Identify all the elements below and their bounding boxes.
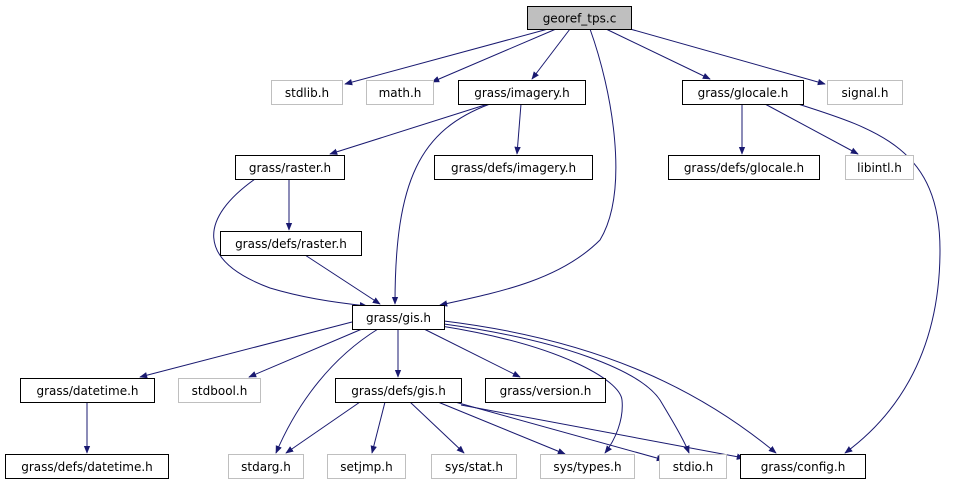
edge-georef-to-gis <box>439 28 617 307</box>
node-label: stdarg.h <box>241 460 291 474</box>
node-georef[interactable]: georef_tps.c <box>527 6 632 30</box>
edge-imagery-to-gis <box>391 103 491 305</box>
node-box <box>235 155 345 180</box>
node-label: stdbool.h <box>192 384 248 398</box>
edge-defs_gis-to-config <box>460 404 745 460</box>
node-defs-imagery[interactable]: grass/defs/imagery.h <box>434 155 593 180</box>
node-label: libintl.h <box>857 161 902 175</box>
node-label: grass/defs/glocale.h <box>684 161 804 175</box>
node-sys-stat: sys/stat.h <box>431 454 517 479</box>
node-sys-types: sys/types.h <box>540 454 635 479</box>
edge-georef-to-math <box>431 28 557 83</box>
node-label: grass/imagery.h <box>474 86 570 100</box>
node-label: setjmp.h <box>340 460 392 474</box>
edge-georef-to-signal <box>629 28 826 86</box>
edge-defs_gis-to-sys_types <box>437 401 566 455</box>
node-label: grass/raster.h <box>249 161 331 175</box>
edge-georef-to-stdlib <box>344 28 549 86</box>
node-datetime[interactable]: grass/datetime.h <box>20 378 155 403</box>
edge-georef-to-glocale <box>605 28 711 80</box>
node-box <box>668 155 820 180</box>
edge-gis-to-sys_types <box>440 325 623 454</box>
node-config[interactable]: grass/config.h <box>740 454 866 479</box>
edge-defs_gis-to-setjmp <box>370 401 386 454</box>
node-label: math.h <box>379 86 422 100</box>
edge-layer <box>83 28 941 462</box>
node-layer: georef_tps.c stdlib.h math.h grass/imagery.… <box>5 6 914 479</box>
node-box <box>20 378 155 403</box>
node-label: grass/version.h <box>500 384 592 398</box>
node-box <box>228 454 304 479</box>
node-label: grass/glocale.h <box>698 86 789 100</box>
edge-gis-to-stdarg <box>275 328 379 454</box>
edge-defs_gis-to-sys_stat <box>409 401 465 454</box>
edge-defs_raster-to-gis <box>304 254 381 305</box>
node-box <box>352 305 445 330</box>
node-gis[interactable]: grass/gis.h <box>352 305 445 330</box>
node-defs-raster[interactable]: grass/defs/raster.h <box>220 231 362 256</box>
node-setjmp: setjmp.h <box>327 454 406 479</box>
node-glocale[interactable]: grass/glocale.h <box>682 80 804 105</box>
node-box <box>485 378 606 403</box>
node-box <box>431 454 517 479</box>
node-box <box>178 378 261 403</box>
node-label: grass/defs/imagery.h <box>451 161 576 175</box>
node-box <box>827 80 903 105</box>
node-label: stdlib.h <box>285 86 329 100</box>
node-label: stdio.h <box>673 460 713 474</box>
node-label: grass/config.h <box>761 460 846 474</box>
node-label: sys/stat.h <box>445 460 503 474</box>
node-box <box>271 80 343 105</box>
node-label: grass/datetime.h <box>36 384 138 398</box>
node-defs-datetime[interactable]: grass/defs/datetime.h <box>5 454 169 479</box>
node-box <box>740 454 866 479</box>
edge-gis-to-version <box>423 328 521 378</box>
node-box <box>540 454 635 479</box>
edge-gis-to-config <box>443 320 777 454</box>
edge-gis-to-datetime <box>139 321 353 379</box>
edge-defs_gis-to-stdarg <box>285 401 361 454</box>
node-raster[interactable]: grass/raster.h <box>235 155 345 180</box>
edge-defs_gis-to-stdio <box>454 401 665 462</box>
edge-glocale-to-config <box>797 103 941 454</box>
node-label: grass/gis.h <box>366 311 431 325</box>
edge-georef-to-imagery <box>531 28 571 80</box>
node-box <box>335 378 462 403</box>
node-math: math.h <box>366 80 434 105</box>
node-stdarg: stdarg.h <box>228 454 304 479</box>
node-imagery[interactable]: grass/imagery.h <box>458 80 586 105</box>
node-box <box>5 454 169 479</box>
node-defs-gis[interactable]: grass/defs/gis.h <box>335 378 462 403</box>
node-label: grass/defs/datetime.h <box>21 460 153 474</box>
node-libintl: libintl.h <box>845 155 914 180</box>
node-label: signal.h <box>842 86 889 100</box>
edge-gis-to-stdio <box>443 323 690 454</box>
node-defs-glocale[interactable]: grass/defs/glocale.h <box>668 155 820 180</box>
node-label: sys/types.h <box>553 460 621 474</box>
node-box <box>434 155 593 180</box>
node-box <box>845 155 914 180</box>
edge-gis-to-stdbool <box>248 328 363 378</box>
node-signal: signal.h <box>827 80 903 105</box>
node-box <box>458 80 586 105</box>
node-stdio: stdio.h <box>659 454 727 479</box>
node-box <box>527 6 632 30</box>
edge-glocale-to-libintl <box>764 103 859 155</box>
node-label: grass/defs/gis.h <box>351 384 446 398</box>
node-box <box>327 454 406 479</box>
node-box <box>220 231 362 256</box>
edge-imagery-to-defs_imagery <box>514 103 522 155</box>
node-box <box>682 80 804 105</box>
node-label: grass/defs/raster.h <box>235 237 347 251</box>
node-version[interactable]: grass/version.h <box>485 378 606 403</box>
node-box <box>659 454 727 479</box>
edge-imagery-to-raster <box>329 103 489 155</box>
node-stdbool: stdbool.h <box>178 378 261 403</box>
node-box <box>366 80 434 105</box>
edge-raster-to-gis <box>213 178 368 309</box>
node-stdlib: stdlib.h <box>271 80 343 105</box>
node-label: georef_tps.c <box>543 12 617 26</box>
